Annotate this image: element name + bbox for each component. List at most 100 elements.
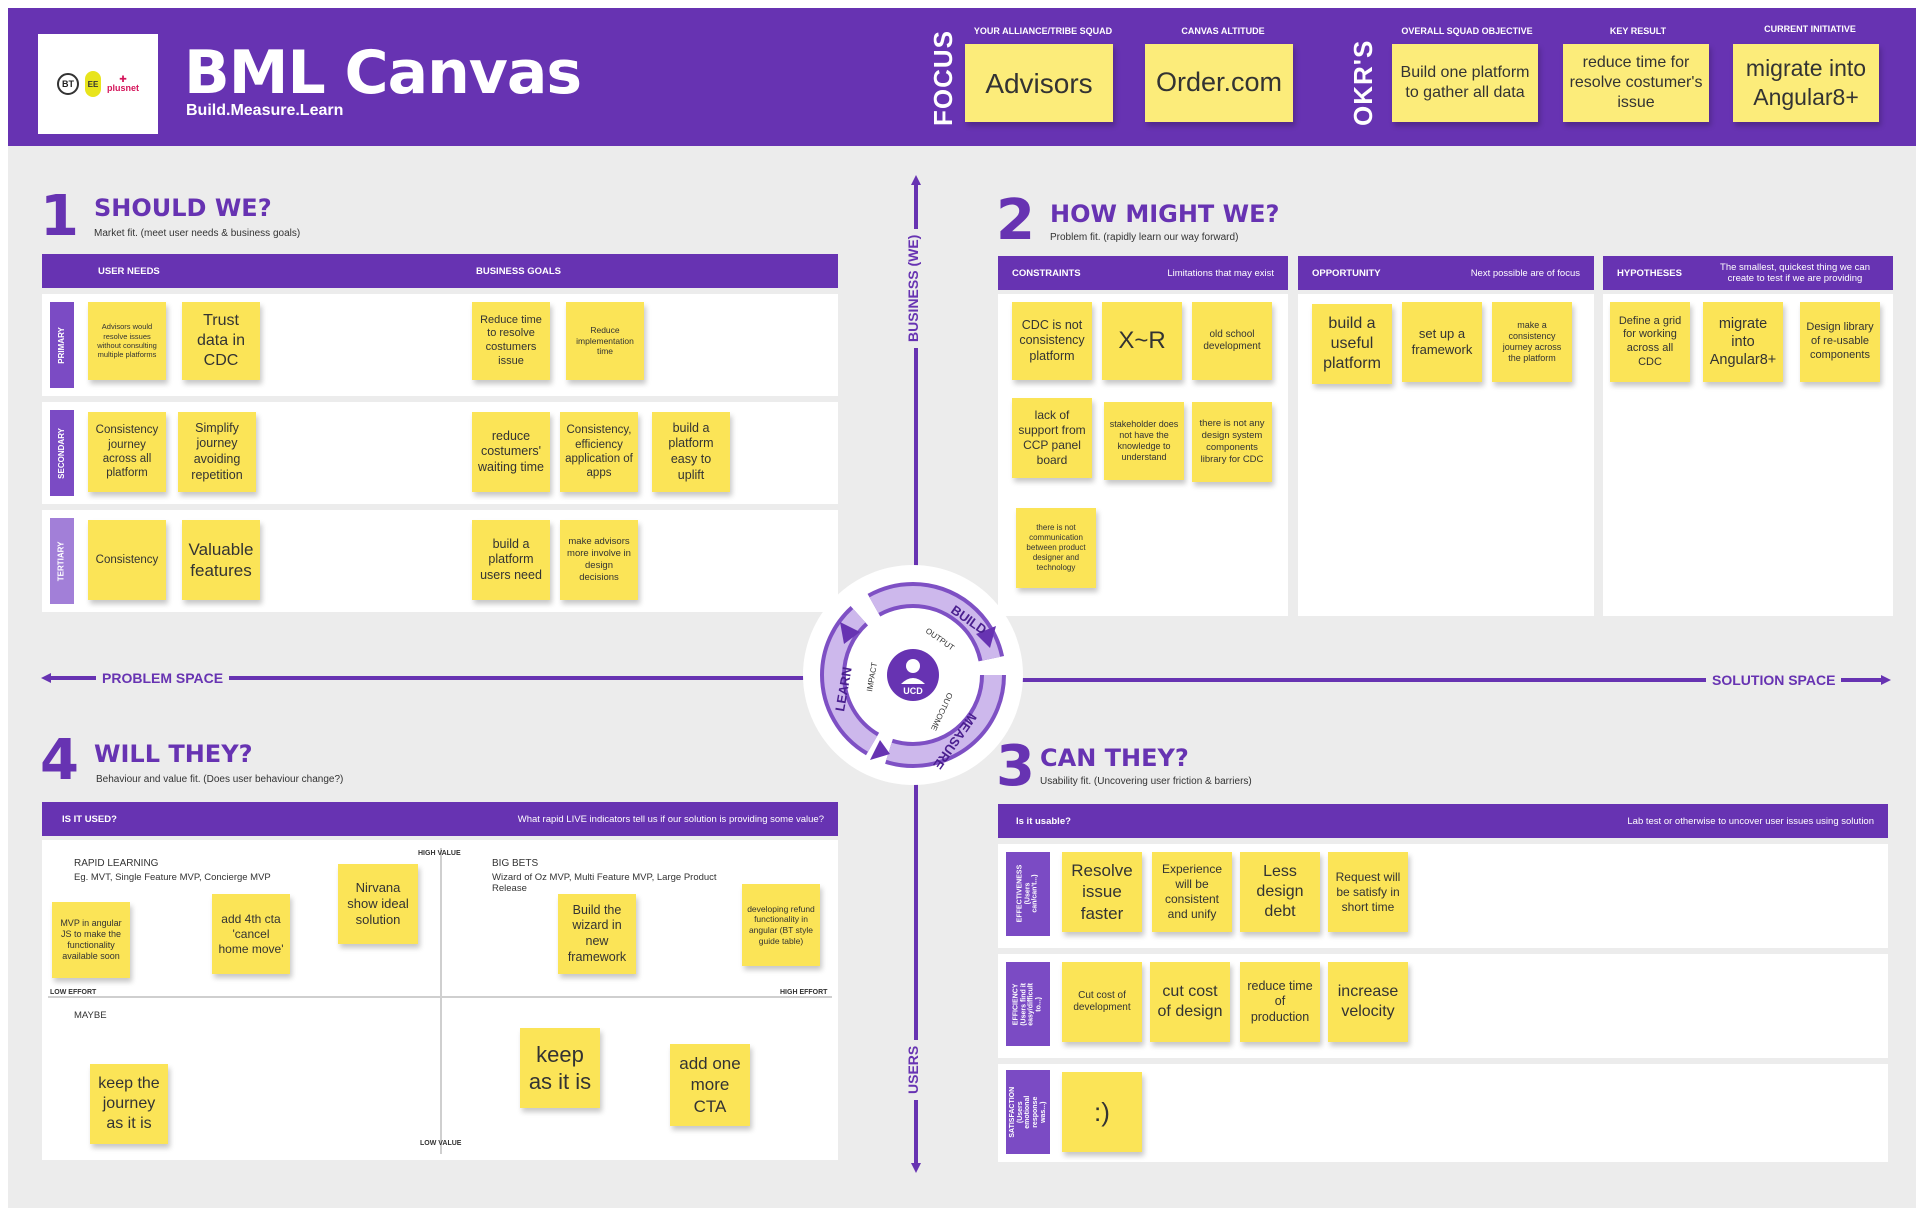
efficiency-row xyxy=(998,954,1888,1058)
sticky-note[interactable]: CDC is not consistency platform xyxy=(1012,302,1092,380)
plusnet-logo-icon: ✚plusnet xyxy=(106,74,139,93)
sticky-note[interactable]: there is not any design system component… xyxy=(1192,402,1272,482)
sticky-note[interactable]: add 4th cta 'cancel home move' xyxy=(212,894,290,974)
sticky-note[interactable]: stakeholder does not have the knowledge … xyxy=(1104,402,1184,480)
sticky-note[interactable]: keep the journey as it is xyxy=(90,1064,168,1144)
header-bar: BT EE ✚plusnet BML Canvas Build.Measure.… xyxy=(8,8,1916,146)
problem-space-label: PROBLEM SPACE xyxy=(96,670,230,686)
alliance-sticky[interactable]: Advisors xyxy=(965,44,1113,122)
sticky-note[interactable]: Valuable features xyxy=(182,520,260,600)
sticky-note[interactable]: lack of support from CCP panel board xyxy=(1012,398,1092,478)
sticky-note[interactable]: keep as it is xyxy=(520,1028,600,1108)
rapid-learning-title: RAPID LEARNING xyxy=(74,858,159,869)
secondary-tag: SECONDARY xyxy=(50,410,74,496)
sticky-note[interactable]: reduce costumers' waiting time xyxy=(472,412,550,492)
user-needs-header: USER NEEDS xyxy=(98,265,160,277)
page-subtitle: Build.Measure.Learn xyxy=(186,102,344,119)
q3-number: 3 xyxy=(996,734,1035,799)
sticky-note[interactable]: increase velocity xyxy=(1328,962,1408,1042)
sticky-note[interactable]: reduce time of production xyxy=(1240,962,1320,1042)
ucd-label: UCD xyxy=(903,686,923,696)
sticky-note[interactable]: build a useful platform xyxy=(1312,304,1392,384)
big-bets-desc: Wizard of Oz MVP, Multi Feature MVP, Lar… xyxy=(492,872,717,894)
person-body-icon xyxy=(901,678,925,684)
sticky-note[interactable]: :) xyxy=(1062,1072,1142,1152)
cycle-ring-inner xyxy=(824,586,1002,764)
sticky-note[interactable]: Simplify journey avoiding repetition xyxy=(178,412,256,492)
brand-logo: BT EE ✚plusnet xyxy=(38,34,158,134)
effectiveness-tag: EFFECTIVENESS (Users can/can't...) xyxy=(1006,852,1050,936)
sticky-note[interactable]: Experience will be consistent and unify xyxy=(1152,852,1232,932)
sticky-note[interactable]: Trust data in CDC xyxy=(182,302,260,380)
sticky-note[interactable]: set up a framework xyxy=(1402,302,1482,382)
sticky-note[interactable]: there is not communication between produ… xyxy=(1016,508,1096,588)
opportunity-desc: Next possible are of focus xyxy=(1470,267,1580,279)
objective-sticky[interactable]: Build one platform to gather all data xyxy=(1392,44,1538,122)
altitude-caption: CANVAS ALTITUDE xyxy=(1181,26,1265,36)
sticky-note[interactable]: Cut cost of development xyxy=(1062,962,1142,1042)
sticky-note[interactable]: Consistency, efficiency application of a… xyxy=(560,412,638,492)
q4-bar-right: What rapid LIVE indicators tell us if ou… xyxy=(517,813,824,825)
sticky-note[interactable]: build a platform users need xyxy=(472,520,550,600)
primary-tag: PRIMARY xyxy=(50,302,74,388)
sticky-note[interactable]: Less design debt xyxy=(1240,852,1320,932)
sticky-note[interactable]: make advisors more involve in design dec… xyxy=(560,520,638,600)
q3-title: CAN THEY? xyxy=(1040,744,1189,772)
q2-number: 2 xyxy=(996,188,1035,253)
sticky-note[interactable]: make a consistency journey across the pl… xyxy=(1492,302,1572,382)
sticky-note[interactable]: Nirvana show ideal solution xyxy=(338,864,418,944)
sticky-note[interactable]: old school development xyxy=(1192,302,1272,380)
sticky-note[interactable]: Define a grid for working across all CDC xyxy=(1610,302,1690,382)
sticky-note[interactable]: Reduce implementation time xyxy=(566,302,644,380)
sticky-note[interactable]: Consistency journey across all platform xyxy=(88,412,166,492)
q4-header-bar: IS IT USED? What rapid LIVE indicators t… xyxy=(42,802,838,836)
satisfaction-row xyxy=(998,1064,1888,1162)
sticky-note[interactable]: cut cost of design xyxy=(1150,962,1230,1042)
sticky-note[interactable]: Build the wizard in new framework xyxy=(558,894,636,974)
q1-primary-row xyxy=(42,294,838,396)
satisfaction-tag: SATISFACTION (Users emotional response w… xyxy=(1006,1070,1050,1154)
business-axis-label: BUSINESS (WE) xyxy=(905,228,921,348)
sticky-note[interactable]: build a platform easy to uplift xyxy=(652,412,730,492)
effectiveness-row xyxy=(998,844,1888,948)
q1-title: SHOULD WE? xyxy=(94,194,272,222)
keyresult-sticky[interactable]: reduce time for resolve costumer's issue xyxy=(1563,44,1709,122)
page-title: BML Canvas xyxy=(184,38,582,108)
cycle-arrow-icon xyxy=(870,740,890,760)
low-value-label: LOW VALUE xyxy=(420,1140,462,1147)
sticky-note[interactable]: MVP in angular JS to make the functional… xyxy=(52,902,130,978)
sticky-note[interactable]: Advisors would resolve issues without co… xyxy=(88,302,166,380)
hypotheses-title: HYPOTHESES xyxy=(1617,267,1682,279)
q1-header-bar: USER NEEDS BUSINESS GOALS xyxy=(42,254,838,288)
users-axis-label: USERS xyxy=(905,1039,921,1100)
matrix-horizontal-divider xyxy=(48,996,832,998)
matrix-vertical-divider xyxy=(440,848,442,1154)
q1-tertiary-row xyxy=(42,510,838,612)
q2-subtitle: Problem fit. (rapidly learn our way forw… xyxy=(1050,232,1239,243)
sticky-note[interactable]: Request will be satisfy in short time xyxy=(1328,852,1408,932)
high-value-label: HIGH VALUE xyxy=(418,850,461,857)
sticky-note[interactable]: X~R xyxy=(1102,302,1182,380)
cycle-arrow-icon xyxy=(976,626,996,648)
q4-number: 4 xyxy=(40,728,79,793)
altitude-sticky[interactable]: Order.com xyxy=(1145,44,1293,122)
solution-space-label: SOLUTION SPACE xyxy=(1706,672,1842,688)
sticky-note[interactable]: Design library of re-usable components xyxy=(1800,302,1880,382)
ucd-person-icon xyxy=(887,649,939,701)
sticky-note[interactable]: migrate into Angular8+ xyxy=(1703,302,1783,382)
q3-subtitle: Usability fit. (Uncovering user friction… xyxy=(1040,776,1252,787)
low-effort-label: LOW EFFORT xyxy=(50,989,97,996)
tertiary-tag: TERTIARY xyxy=(50,518,74,604)
q2-title: HOW MIGHT WE? xyxy=(1050,200,1280,228)
sticky-note[interactable]: add one more CTA xyxy=(670,1044,750,1126)
sticky-note[interactable]: Reduce time to resolve costumers issue xyxy=(472,302,550,380)
q3-bar-right: Lab test or otherwise to uncover user is… xyxy=(1627,815,1874,827)
ee-logo-icon: EE xyxy=(84,71,101,97)
sticky-note[interactable]: developing refund functionality in angul… xyxy=(742,884,820,966)
sticky-note[interactable]: Resolve issue faster xyxy=(1062,852,1142,932)
plusnet-logo-text: plusnet xyxy=(106,83,139,93)
sticky-note[interactable]: Consistency xyxy=(88,520,166,600)
rapid-learning-desc: Eg. MVT, Single Feature MVP, Concierge M… xyxy=(74,872,271,883)
initiative-sticky[interactable]: migrate into Angular8+ xyxy=(1733,44,1879,122)
initiative-caption: CURRENT INITIATIVE xyxy=(1764,24,1856,34)
